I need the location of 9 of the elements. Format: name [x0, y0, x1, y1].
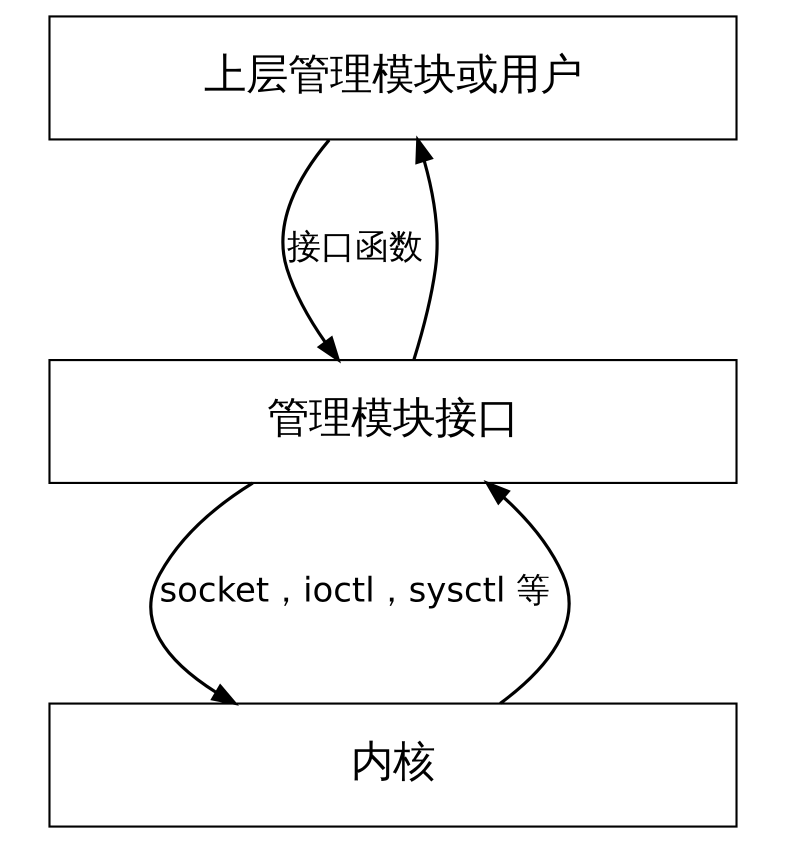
- node-box: 内核: [48, 702, 738, 828]
- edge-label: socket，ioctl，sysctl 等: [158, 570, 550, 610]
- arrow: [483, 480, 570, 705]
- edge-label: 接口函数: [286, 226, 422, 266]
- node-box: 管理模块接口: [48, 358, 738, 484]
- node-box: 上层管理模块或用户: [48, 15, 738, 141]
- arrow: [412, 135, 438, 360]
- arrow: [148, 482, 254, 706]
- arrow: [280, 139, 340, 364]
